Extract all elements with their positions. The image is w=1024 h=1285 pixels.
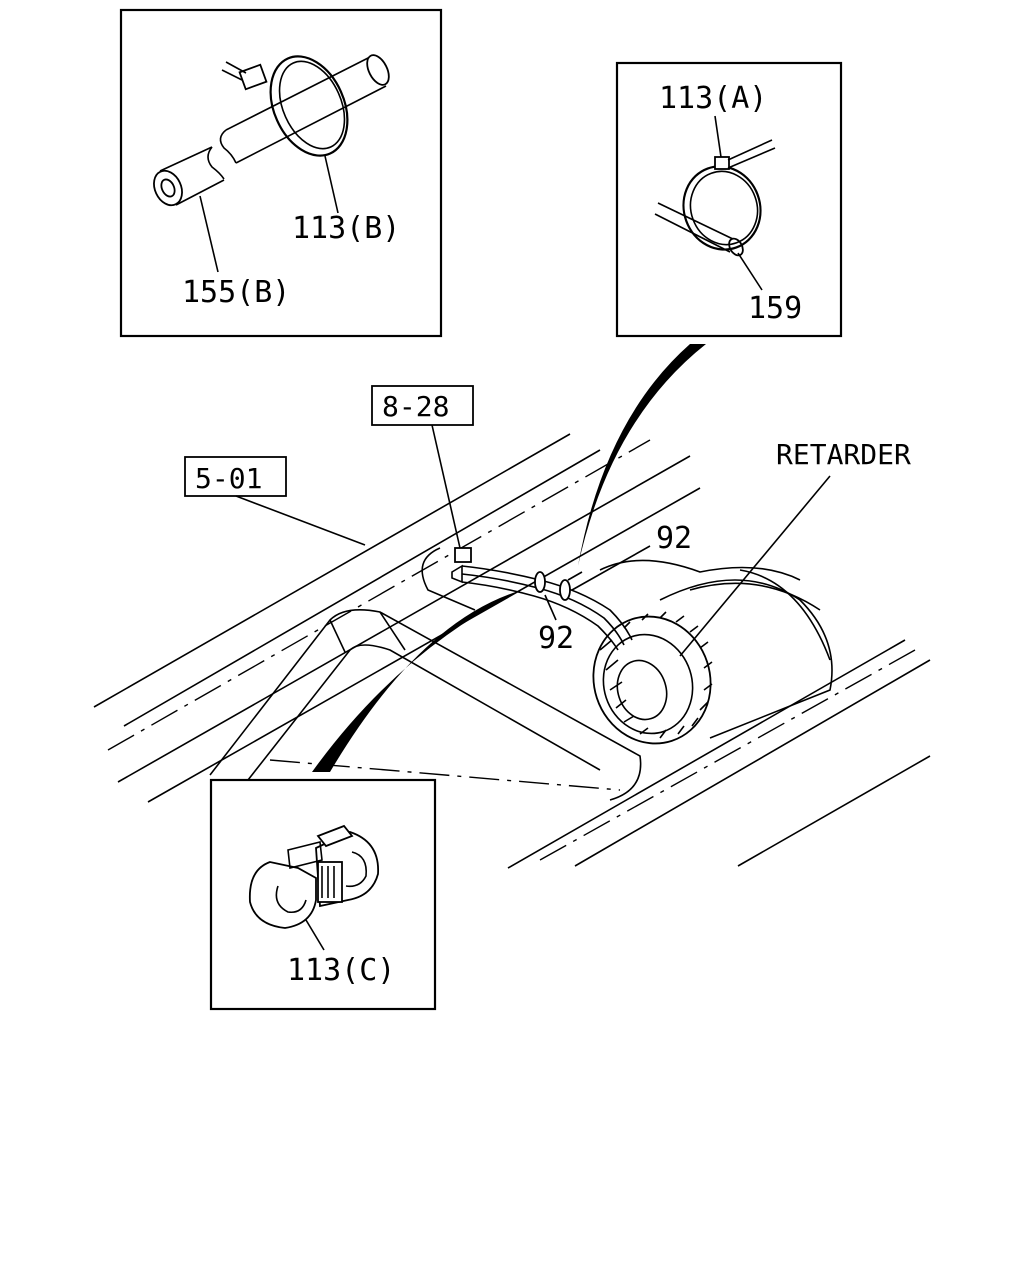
label-92-upper: 92 (656, 521, 692, 556)
label-92-lower: 92 (538, 621, 574, 656)
leader-retarder (679, 475, 831, 657)
clamp-113b-drawing (221, 55, 349, 157)
connector-block (454, 547, 472, 563)
inset-a: 113(A) 159 (615, 61, 843, 338)
inset-c: 113(C) (209, 778, 437, 1011)
ref-box-8-28 (371, 385, 474, 426)
leader-92-lower (544, 594, 557, 621)
pointer-wedge-c (312, 590, 522, 772)
chassis-frame (93, 433, 931, 869)
label-113c: 113(C) (287, 953, 395, 988)
inset-a-frame (615, 61, 843, 338)
leader-113c (305, 919, 325, 951)
label-155b: 155(B) (182, 275, 290, 310)
inset-b: 113(B) 155(B) (119, 8, 443, 338)
label-retarder: RETARDER (776, 438, 911, 471)
leader-113a (714, 115, 722, 158)
leader-92-upper (571, 545, 651, 591)
ref-5-01: 5-01 (195, 462, 262, 495)
hose-155b-drawing (153, 54, 390, 207)
label-113b: 113(B) (292, 211, 400, 246)
label-159: 159 (748, 291, 802, 326)
leader-159 (737, 252, 763, 291)
clamp-113a-drawing (682, 139, 776, 251)
leader-155b (199, 195, 219, 273)
clip-113c-drawing (248, 824, 379, 929)
label-113a: 113(A) (659, 81, 767, 116)
leader-5-01 (235, 495, 366, 546)
ref-8-28: 8-28 (382, 390, 449, 423)
main-assembly: 8-28 5-01 RETARDER 92 92 (93, 344, 931, 869)
retarder-drawing (592, 569, 833, 745)
leader-113b (324, 155, 339, 214)
leader-8-28 (431, 424, 461, 549)
ref-box-5-01 (184, 456, 287, 497)
harness-92-drawing (451, 547, 633, 651)
